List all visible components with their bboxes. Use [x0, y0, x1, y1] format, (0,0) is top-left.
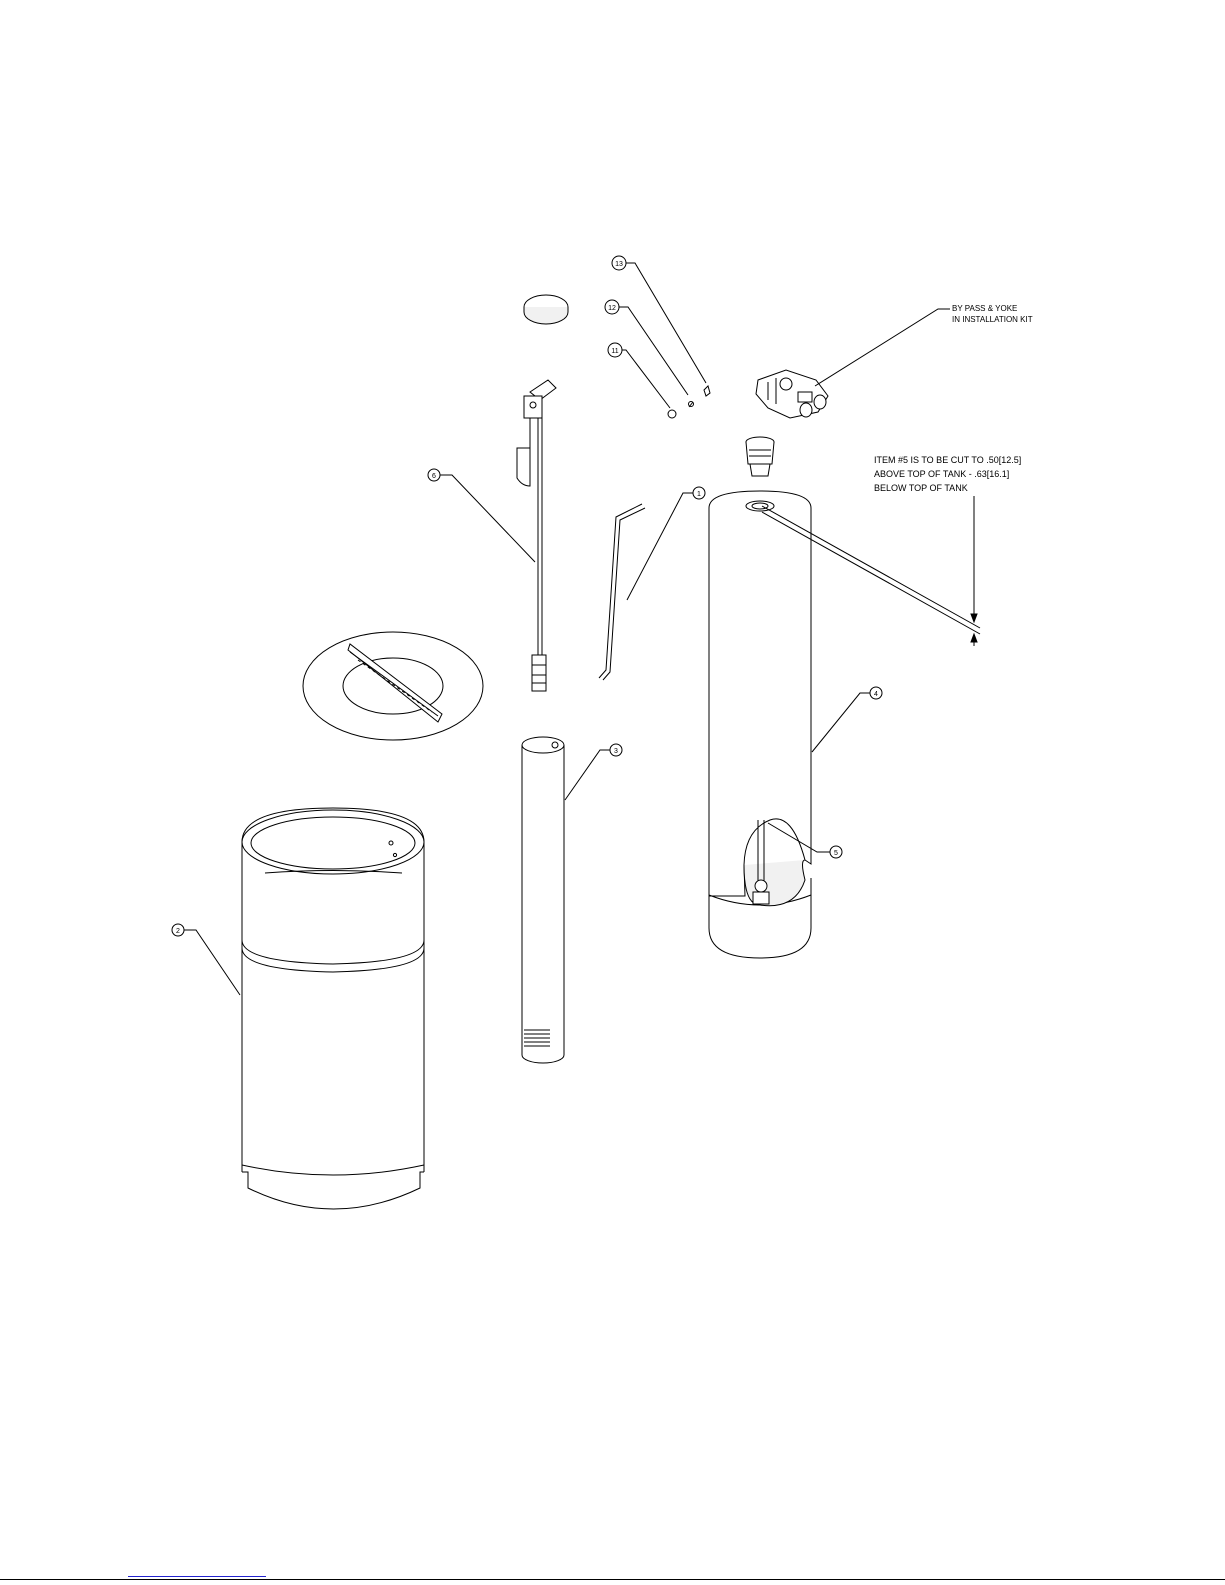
- brine-well-cap: [524, 295, 568, 324]
- balloon-13: 13: [612, 256, 626, 270]
- balloon-2: 2: [172, 924, 184, 936]
- hardware-12: [689, 402, 694, 408]
- balloon-11: 11: [608, 343, 622, 357]
- control-valve: [756, 370, 828, 418]
- svg-text:2: 2: [176, 928, 180, 935]
- svg-text:3: 3: [614, 748, 618, 755]
- hardware-11: [668, 410, 676, 418]
- svg-text:5: 5: [834, 850, 838, 857]
- balloon-12: 12: [605, 300, 619, 314]
- svg-text:IN INSTALLATION KIT: IN INSTALLATION KIT: [952, 315, 1033, 324]
- svg-text:6: 6: [432, 473, 436, 480]
- hardware-13: [704, 386, 710, 396]
- balloon-4: 4: [870, 687, 882, 699]
- page-bottom-rule: [0, 1579, 1225, 1580]
- mineral-tank: [709, 491, 811, 958]
- brine-cabinet: [242, 808, 424, 1209]
- svg-text:ABOVE TOP OF TANK - .63[16.1]: ABOVE TOP OF TANK - .63[16.1]: [874, 469, 1009, 479]
- balloon-5: 5: [830, 846, 842, 858]
- brine-valve-assembly: [517, 380, 556, 691]
- balloon-6: 6: [428, 469, 440, 481]
- callout-bypass-yoke: BY PASS & YOKE IN INSTALLATION KIT: [952, 304, 1033, 324]
- balloon-1: 1: [693, 487, 705, 499]
- footer-link-underline[interactable]: [128, 1576, 266, 1577]
- balloon-3: 3: [610, 744, 622, 756]
- brine-tube: [599, 504, 645, 680]
- svg-text:13: 13: [615, 261, 623, 268]
- note-item5-cut: ITEM #5 IS TO BE CUT TO .50[12.5] ABOVE …: [874, 455, 1021, 493]
- top-distributor-adapter: [746, 437, 774, 476]
- svg-text:1: 1: [697, 491, 701, 498]
- brine-well-tube: [522, 737, 564, 1063]
- svg-text:BY PASS & YOKE: BY PASS & YOKE: [952, 304, 1017, 313]
- svg-text:12: 12: [608, 305, 616, 312]
- svg-text:4: 4: [874, 691, 878, 698]
- svg-text:ITEM #5 IS TO BE CUT TO .50[12: ITEM #5 IS TO BE CUT TO .50[12.5]: [874, 455, 1021, 465]
- svg-text:BELOW TOP OF TANK: BELOW TOP OF TANK: [874, 483, 968, 493]
- salt-grid-plate: [303, 632, 483, 740]
- leader-lines: [184, 263, 977, 995]
- svg-text:11: 11: [611, 348, 618, 355]
